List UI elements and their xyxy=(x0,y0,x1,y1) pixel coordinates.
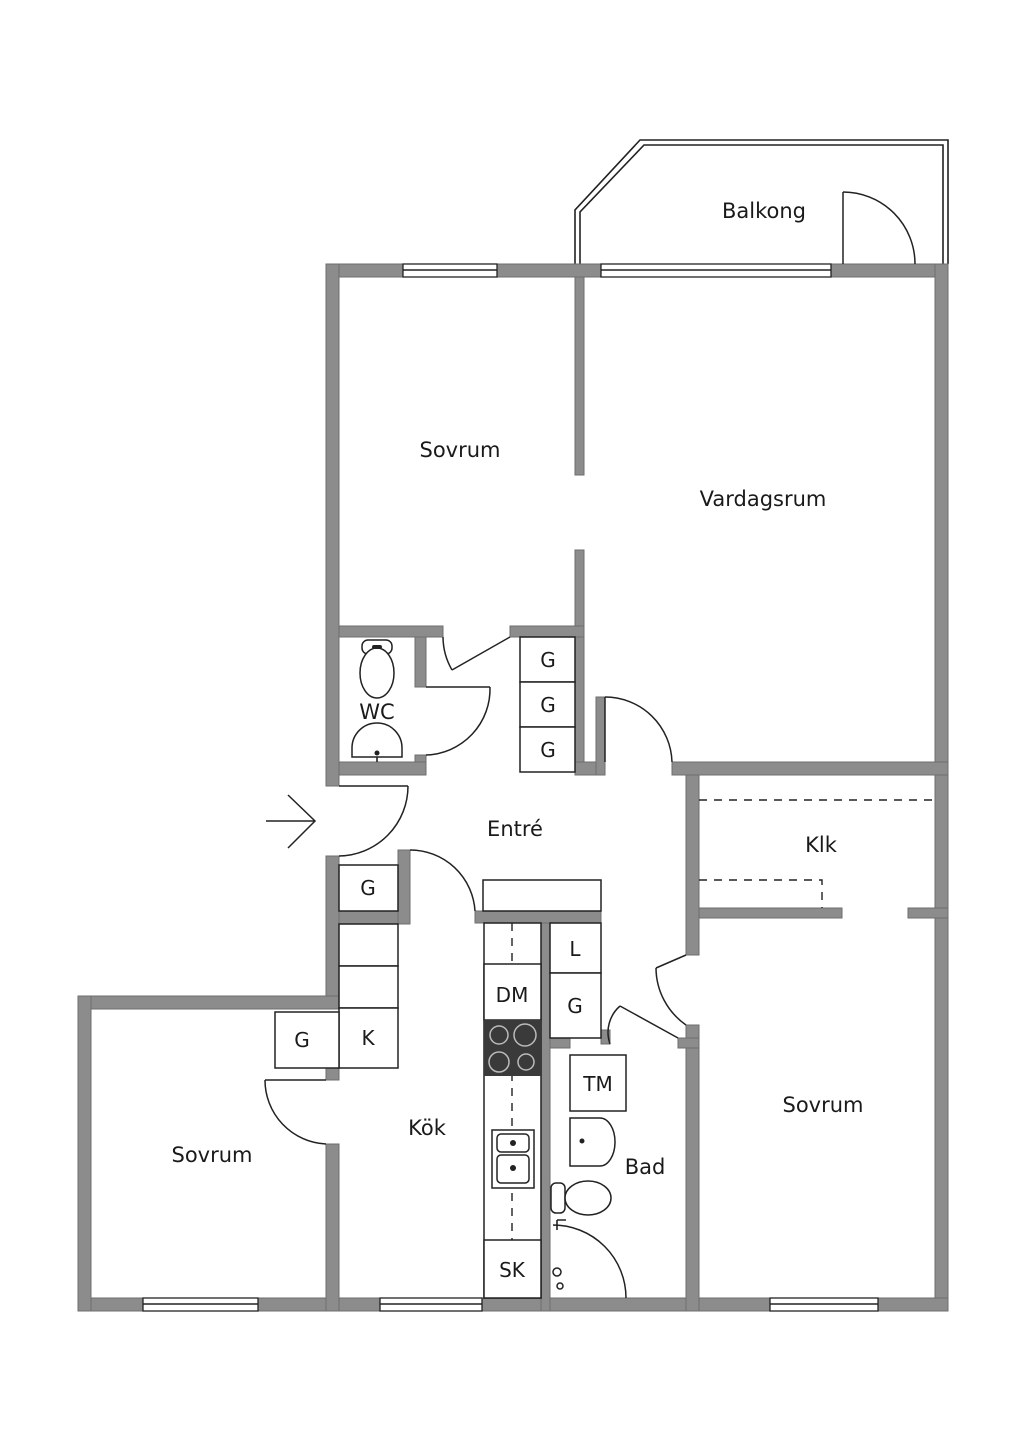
room-label-klk: Klk xyxy=(805,833,838,857)
wardrobe-label: G xyxy=(567,994,583,1018)
wardrobe-label: G xyxy=(294,1028,310,1052)
wardrobe-label: G xyxy=(540,693,556,717)
kitchen-sink xyxy=(491,1129,535,1189)
stove xyxy=(484,1020,541,1076)
interior-walls xyxy=(325,276,949,1312)
room-label-kok: Kök xyxy=(408,1116,447,1140)
room-label-sovrum-top: Sovrum xyxy=(419,438,500,462)
room-label-vardagsrum: Vardagsrum xyxy=(700,487,827,511)
room-label-wc: WC xyxy=(359,700,394,724)
washing-machine-label: TM xyxy=(582,1072,612,1096)
fixture-labels: G G G G K G L G DM SK TM xyxy=(294,648,612,1282)
room-label-entre: Entré xyxy=(487,817,543,841)
room-label-sovrum-right: Sovrum xyxy=(782,1093,863,1117)
room-label-bad: Bad xyxy=(625,1155,666,1179)
room-label-sovrum-left: Sovrum xyxy=(171,1143,252,1167)
fridge-label: K xyxy=(361,1026,375,1050)
balcony xyxy=(574,139,949,264)
linen-closet-label: L xyxy=(569,937,581,961)
dishwasher-label: DM xyxy=(496,983,529,1007)
room-labels: Balkong Sovrum Vardagsrum WC Entré Klk K… xyxy=(171,199,863,1179)
bath-fixtures xyxy=(550,1117,627,1299)
wc-fixtures xyxy=(351,639,403,762)
broom-closet-label: SK xyxy=(499,1258,526,1282)
klk-shelves xyxy=(699,799,935,908)
wardrobe-label: G xyxy=(360,876,376,900)
doors xyxy=(264,191,916,1145)
wardrobe-label: G xyxy=(540,738,556,762)
fixture-boxes xyxy=(274,636,627,1299)
wardrobe-label: G xyxy=(540,648,556,672)
windows xyxy=(142,263,879,1312)
room-label-balkong: Balkong xyxy=(722,199,806,223)
